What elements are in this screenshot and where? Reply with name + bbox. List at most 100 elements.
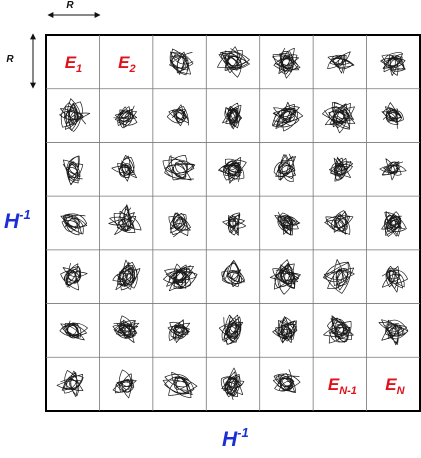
grid-cell — [328, 156, 354, 182]
polymer-conformation — [59, 98, 91, 132]
polymer-conformation — [113, 105, 138, 129]
grid-cell — [221, 259, 245, 288]
grid-cell — [169, 48, 194, 76]
grid-cell — [380, 51, 406, 76]
grid-cell — [379, 158, 407, 181]
grid-cell: E2 — [118, 53, 135, 75]
grid-cell — [378, 319, 409, 346]
polymer-conformation — [162, 371, 198, 399]
grid-cell — [60, 262, 88, 291]
grid — [45, 34, 421, 412]
grid-cell — [112, 315, 140, 344]
polymer-conformation — [269, 259, 301, 295]
polymer-conformation — [324, 210, 354, 235]
grid-cell — [60, 213, 88, 236]
polymer-conformation — [166, 104, 189, 127]
polymer-conformation — [60, 213, 88, 236]
grid-cell: E1 — [65, 53, 82, 75]
polymer-conformation — [112, 369, 137, 399]
grid-cell — [272, 369, 301, 394]
grid-cell — [167, 319, 191, 343]
polymer-conformation — [380, 51, 406, 76]
polymer-conformation — [62, 155, 84, 186]
grid-cell — [222, 212, 247, 236]
grid-cell — [322, 259, 355, 294]
polymer-conformation — [168, 212, 191, 238]
polymer-conformation — [327, 51, 355, 74]
grid-cell — [324, 210, 354, 235]
axis-label-vertical: H-1 — [4, 207, 31, 233]
grid-cell — [272, 101, 304, 132]
polymer-conformation — [111, 154, 137, 182]
grid-cell: EN-1 — [328, 375, 357, 397]
polymer-conformation — [272, 101, 304, 132]
polymer-conformation — [60, 262, 88, 291]
grid-cell — [218, 156, 247, 184]
grid-cell — [112, 259, 141, 291]
polymer-conformation — [218, 156, 247, 184]
polymer-conformation — [162, 154, 196, 181]
grid-cell — [56, 370, 84, 398]
grid-cell — [162, 371, 198, 399]
ensemble-label-subscript: N — [397, 385, 406, 397]
polymer-conformation — [56, 370, 84, 398]
polymer-conformation — [272, 47, 301, 79]
grid-cell — [322, 101, 356, 134]
polymer-conformation — [167, 319, 191, 343]
polymer-conformation — [381, 265, 408, 293]
ensemble-label-subscript: 2 — [128, 63, 135, 75]
ensemble-label-base: E — [118, 53, 130, 72]
ensemble-label-base: E — [328, 375, 340, 394]
grid-cell — [274, 211, 301, 236]
grid-cell: EN — [385, 375, 405, 397]
ensemble-label-subscript: N-1 — [339, 385, 357, 397]
scale-label-horizontal: R — [66, 0, 74, 11]
grid-cell — [222, 102, 243, 130]
grid-cell — [62, 155, 84, 186]
grid-cell — [166, 104, 189, 127]
grid-cell — [162, 154, 196, 181]
polymer-conformation — [217, 46, 250, 78]
polymer-conformation — [379, 158, 407, 181]
grid-cell — [163, 263, 198, 292]
polymer-conformation — [272, 316, 298, 344]
polymer-conformation — [272, 369, 301, 394]
grid-cell — [272, 316, 298, 344]
polymer-conformation — [381, 102, 404, 129]
polymer-conformation — [222, 212, 247, 236]
polymer-conformation — [381, 211, 407, 237]
polymer-conformation — [322, 259, 355, 294]
polymer-conformation — [220, 367, 245, 401]
ensemble-label: EN — [385, 375, 405, 397]
grid-cell — [108, 204, 142, 236]
polymer-conformation — [222, 102, 243, 130]
polymer-conformation — [328, 156, 354, 182]
grid-cell — [323, 315, 354, 344]
ensemble-label-base: E — [65, 53, 77, 72]
grid-cell — [327, 51, 355, 74]
grid-cell — [113, 105, 138, 129]
grid-cell — [218, 314, 244, 345]
polymer-conformation — [112, 259, 141, 291]
polymer-conformation — [221, 259, 245, 288]
grid-cell — [59, 320, 88, 341]
grid-cell — [168, 212, 191, 238]
grid-cell — [112, 369, 137, 399]
grid-cell — [220, 367, 245, 401]
polymer-conformation — [322, 101, 356, 134]
polymer-conformation — [378, 319, 409, 346]
grid-border — [45, 34, 421, 412]
grid-cell — [273, 153, 296, 182]
grid-cell — [272, 47, 301, 79]
polymer-conformation — [169, 48, 194, 76]
ensemble-label-base: E — [385, 375, 397, 394]
ensemble-label-subscript: 1 — [76, 63, 82, 75]
grid-cell — [381, 211, 407, 237]
polymer-conformation — [163, 263, 198, 292]
polymer-conformation — [108, 204, 142, 236]
grid-cell — [59, 98, 91, 132]
polymer-conformation — [112, 315, 140, 344]
axis-label-horizontal: H-1 — [222, 425, 249, 451]
grid-cell — [381, 102, 404, 129]
